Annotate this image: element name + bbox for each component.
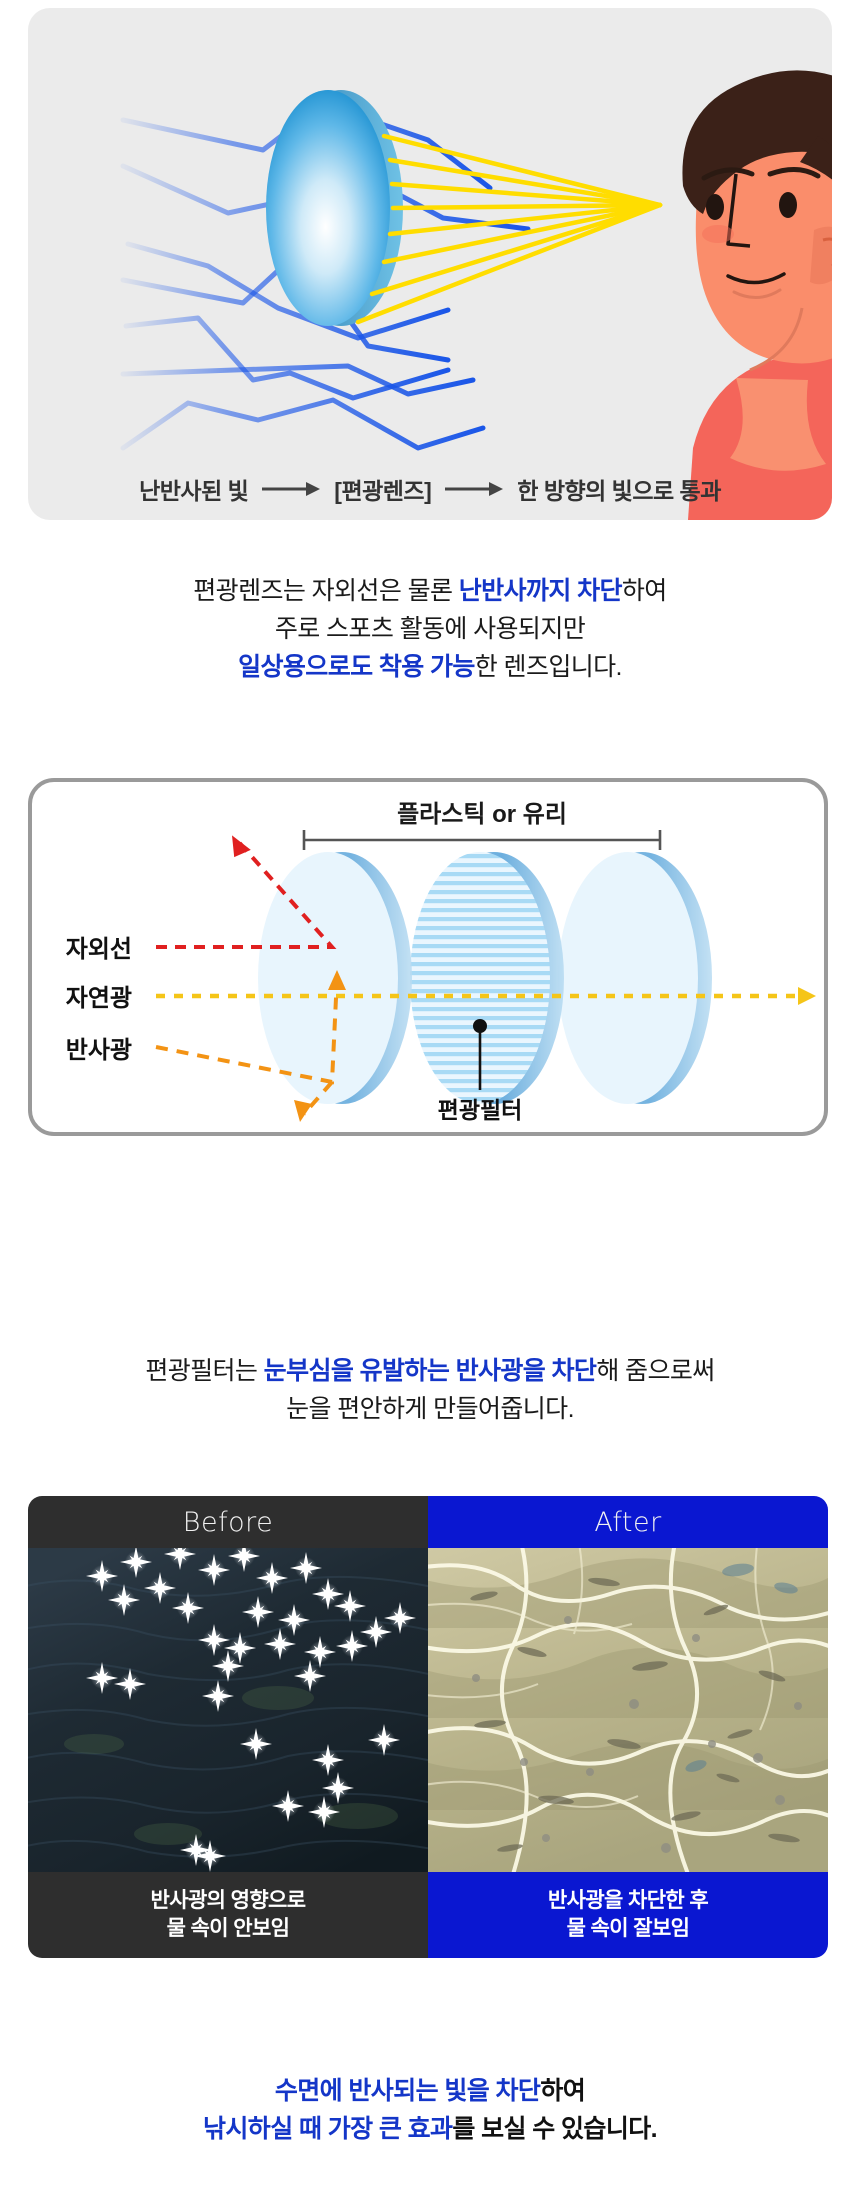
- description3-line-2: 낚시하실 때 가장 큰 효과를 보실 수 있습니다.: [203, 2115, 658, 2143]
- description-text-3: 수면에 반사되는 빛을 차단하여 낚시하실 때 가장 큰 효과를 보실 수 있습…: [0, 2072, 860, 2148]
- hero-light-diagram: [120, 70, 832, 520]
- before-header: Before: [182, 1506, 274, 1538]
- hero-illustration-panel: 난반사된 빛 [편광렌즈] 한 방향의 빛으로 통과: [28, 8, 832, 520]
- hero-caption-middle: [편광렌즈]: [334, 478, 432, 504]
- description3-line-1: 수면에 반사되는 빛을 차단하여: [274, 2077, 586, 2105]
- description2-line-1: 편광필터는 눈부심을 유발하는 반사광을 차단해 줌으로써: [145, 1357, 715, 1385]
- uv-ray: [156, 835, 337, 949]
- right-arrow-icon-2: [445, 481, 504, 497]
- after-photo: [428, 1548, 828, 1872]
- polar-filter-label: 편광필터: [438, 1097, 523, 1123]
- hero-caption-left: 난반사된 빛: [139, 478, 249, 504]
- description-text-2: 편광필터는 눈부심을 유발하는 반사광을 차단해 줌으로써 눈을 편안하게 만들…: [0, 1352, 860, 1428]
- description2-line-2: 눈을 편안하게 만들어줍니다.: [286, 1395, 574, 1423]
- hero-caption-right: 한 방향의 빛으로 통과: [517, 478, 721, 504]
- description-text-1: 편광렌즈는 자외선은 물론 난반사까지 차단하여 주로 스포츠 활동에 사용되지…: [0, 572, 860, 686]
- hero-caption-row: 난반사된 빛 [편광렌즈] 한 방향의 빛으로 통과: [28, 463, 832, 515]
- after-header: After: [594, 1506, 662, 1538]
- description-line-1: 편광렌즈는 자외선은 물론 난반사까지 차단하여: [193, 577, 667, 605]
- lens-structure-diagram: 플라스틱 or 유리 자외선: [66, 801, 816, 1123]
- description-line-3: 일상용으로도 착용 가능한 렌즈입니다.: [238, 653, 622, 681]
- before-caption-line-2: 물 속이 안보임: [166, 1917, 290, 1940]
- natural-light-ray: [156, 987, 816, 1005]
- lens-layers: [258, 852, 712, 1104]
- before-column: Before: [28, 1496, 428, 1958]
- right-arrow-icon: [262, 481, 321, 497]
- clear-water-photo: [428, 1548, 828, 1872]
- material-bracket: [302, 830, 662, 850]
- after-column: After: [428, 1496, 828, 1958]
- bracket-label: 플라스틱 or 유리: [397, 801, 567, 828]
- reflected-light-label: 반사광: [66, 1037, 132, 1064]
- uv-ray-label: 자외선: [66, 936, 132, 963]
- before-caption: 반사광의 영향으로 물 속이 안보임: [28, 1872, 428, 1958]
- before-after-comparison: Before: [28, 1496, 828, 1958]
- before-photo: [28, 1548, 428, 1872]
- after-caption: 반사광을 차단한 후 물 속이 잘보임: [428, 1872, 828, 1958]
- after-caption-line-2: 물 속이 잘보임: [566, 1917, 690, 1940]
- polarized-lens-shape: [266, 90, 403, 326]
- reflected-light-ray: [155, 970, 346, 1122]
- after-caption-line-1: 반사광을 차단한 후: [547, 1888, 709, 1912]
- polar-filter-callout: [473, 1019, 487, 1090]
- polarized-light-rays: [355, 133, 663, 325]
- description-line-2: 주로 스포츠 활동에 사용되지만: [274, 615, 586, 643]
- person-face-illustration: [682, 70, 832, 520]
- before-caption-line-1: 반사광의 영향으로: [150, 1888, 307, 1912]
- lens-structure-panel: 플라스틱 or 유리 자외선: [28, 778, 828, 1136]
- natural-light-label: 자연광: [66, 985, 132, 1012]
- glare-water-photo: [28, 1548, 428, 1872]
